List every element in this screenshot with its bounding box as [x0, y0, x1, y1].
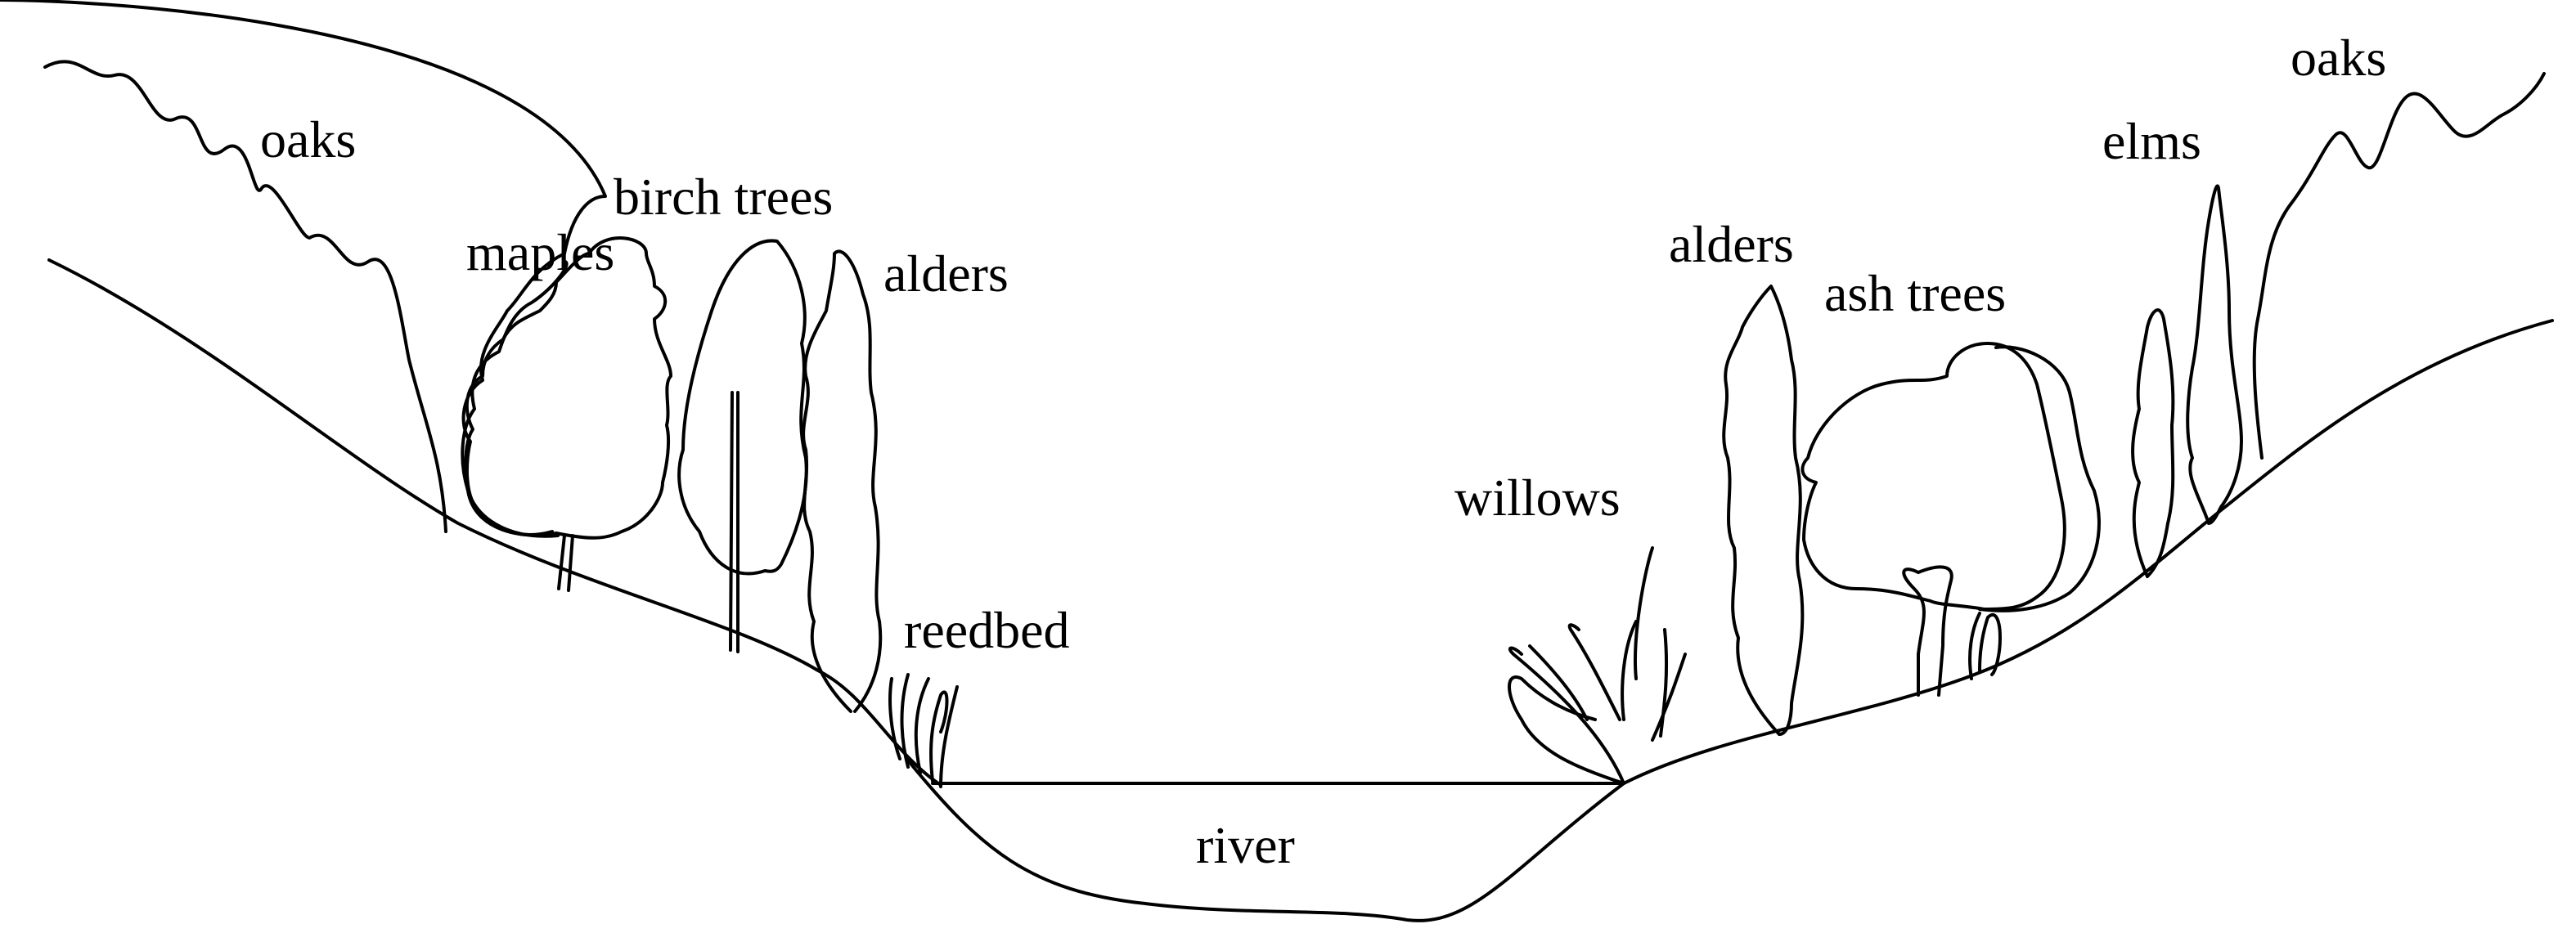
- label-ash-trees: ash trees: [1824, 264, 2006, 322]
- label-maples: maples: [466, 223, 614, 281]
- elms-right-shape: [2186, 184, 2243, 525]
- ash-trees-canopy: [1801, 342, 2066, 611]
- label-river: river: [1196, 816, 1295, 874]
- birch-trees-canopy: [677, 239, 808, 576]
- elms-left-shape: [2131, 308, 2175, 578]
- right-oaks-shape: [2252, 72, 2546, 460]
- label-willows: willows: [1454, 469, 1621, 527]
- ash-trees-small-canopy: [1902, 565, 1953, 697]
- label-reedbed: reedbed: [904, 601, 1070, 659]
- willows-shape: [1508, 546, 1687, 785]
- right-alders-shape: [1722, 285, 1805, 736]
- label-oaks-left: oaks: [260, 110, 356, 168]
- ash-trees-small-tree: [1968, 612, 2002, 680]
- label-birch-trees: birch trees: [614, 168, 833, 226]
- ash-trees-back-canopy: [1978, 345, 2101, 612]
- river-bed: [906, 759, 1625, 922]
- left-valley-slope: [47, 258, 942, 787]
- birch-trees-trunk: [729, 391, 740, 653]
- maples-trunk: [557, 534, 574, 592]
- maples-canopy: [464, 236, 672, 540]
- reedbed-shape: [888, 673, 959, 788]
- label-elms: elms: [2102, 112, 2201, 170]
- label-alders-right: alders: [1669, 215, 1794, 273]
- left-alders-shape: [802, 249, 883, 713]
- left-oaks-shape: [43, 60, 447, 533]
- label-alders-left: alders: [883, 244, 1009, 303]
- label-oaks-right: oaks: [2291, 29, 2386, 87]
